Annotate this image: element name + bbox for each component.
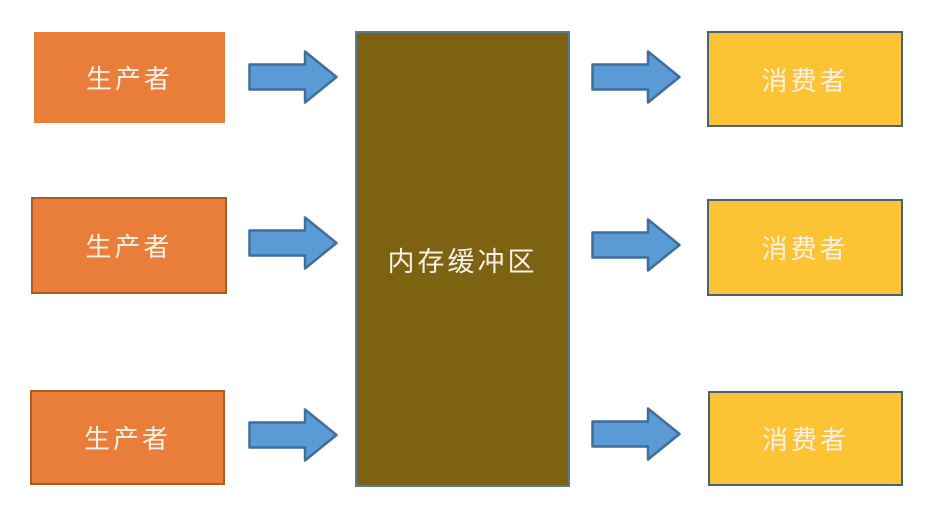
consumer-box-3-label: 消费者 [761, 425, 849, 455]
right-arrow-icon [248, 216, 338, 270]
producer-box-2-label: 生产者 [85, 232, 173, 262]
consumer-box-2-label: 消费者 [761, 234, 849, 264]
producer-box-3: 生产者 [30, 390, 225, 485]
right-arrow-icon [248, 408, 338, 462]
consumer-box-2: 消费者 [707, 199, 903, 296]
right-arrow-icon [591, 50, 681, 104]
right-arrow-icon [591, 218, 681, 272]
producer-box-3-label: 生产者 [83, 424, 171, 454]
producer-box-2: 生产者 [31, 197, 227, 294]
consumer-box-3: 消费者 [708, 391, 903, 486]
right-arrow-icon [248, 50, 338, 104]
right-arrow-icon [591, 407, 681, 461]
producer-box-1: 生产者 [34, 32, 225, 123]
buffer-box-label: 内存缓冲区 [387, 246, 538, 277]
consumer-box-1: 消费者 [707, 31, 903, 127]
producer-box-1-label: 生产者 [85, 64, 173, 94]
consumer-box-1-label: 消费者 [761, 65, 849, 96]
buffer-box: 内存缓冲区 [355, 31, 570, 487]
